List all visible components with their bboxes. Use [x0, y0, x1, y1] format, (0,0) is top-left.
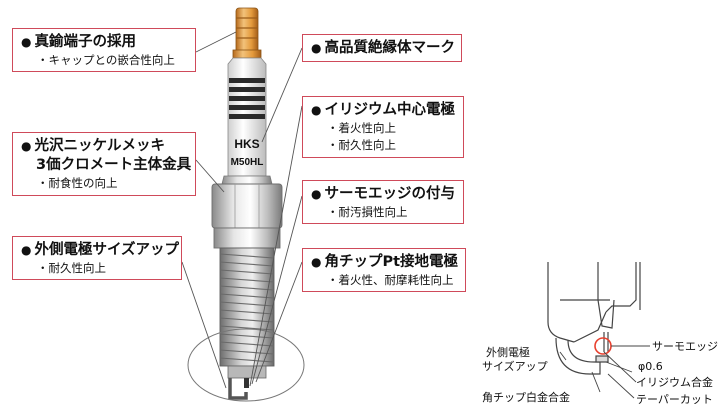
callout-thermo-edge-title: サーモエッジの付与	[324, 186, 455, 202]
callout-insulator-mark: ●高品質絶縁体マーク	[302, 34, 462, 62]
detail-label-taper-cut: テーパーカット	[636, 393, 713, 406]
callout-plating-note: 耐食性の向上	[21, 175, 188, 192]
tip-highlight	[187, 328, 305, 402]
electrode-detail	[547, 262, 641, 375]
leader-iridium	[249, 105, 303, 387]
thread	[219, 247, 275, 367]
detail-label-iridium-alloy: イリジウム合金	[636, 376, 713, 389]
leader-ground	[181, 261, 227, 389]
brand-mark: HKS	[234, 137, 259, 151]
callout-ground-size-title: 外側電極サイズアップ	[34, 242, 180, 258]
leader-mark	[261, 47, 303, 143]
model-mark: M50HL	[231, 157, 264, 168]
callout-thermo-edge: ●サーモエッジの付与 耐汚損性向上	[302, 180, 464, 224]
detail-leaders	[559, 345, 650, 399]
callout-iridium-center-note-1: 着火性向上	[311, 120, 456, 137]
callout-ground-size-note: 耐久性向上	[21, 260, 174, 277]
callout-plating-title-2: 3価クロメート主体金具	[36, 157, 192, 173]
callout-ground-size: ●外側電極サイズアップ 耐久性向上	[12, 236, 182, 280]
detail-label-diameter: φ0.6	[638, 360, 663, 373]
leader-plating	[195, 159, 225, 193]
leader-lines	[181, 31, 303, 389]
callout-copper-terminal-title: 真鍮端子の採用	[34, 34, 136, 50]
leader-pt	[255, 261, 303, 383]
detail-label-ground-1: 外側電極	[486, 346, 530, 359]
callout-iridium-center-note-2: 耐久性向上	[311, 137, 456, 154]
callout-insulator-mark-title: 高品質絶縁体マーク	[324, 40, 455, 56]
callout-pt-tip-title: 角チップPt接地電極	[324, 254, 459, 270]
callout-copper-terminal: ●真鍮端子の採用 キャップとの嵌合性向上	[12, 28, 196, 72]
detail-label-ground-2: サイズアップ	[482, 360, 548, 373]
detail-label-thermo-edge: サーモエッジ	[652, 340, 718, 353]
callout-iridium-center: ●イリジウム中心電極 着火性向上 耐久性向上	[302, 96, 464, 158]
spark-plug: HKS M50HL	[187, 7, 305, 402]
electrode-tip	[227, 365, 267, 400]
detail-label-pt-alloy: 角チップ白金合金	[482, 391, 570, 404]
copper-terminal	[232, 7, 262, 59]
insulator: HKS M50HL	[227, 57, 267, 177]
callout-pt-tip-note: 着火性、耐摩耗性向上	[311, 272, 458, 289]
leader-thermo	[251, 195, 303, 385]
callout-copper-terminal-note: キャップとの嵌合性向上	[21, 52, 188, 69]
callout-thermo-edge-note: 耐汚損性向上	[311, 204, 456, 221]
metal-shell	[211, 175, 283, 249]
callout-plating-title-1: 光沢ニッケルメッキ	[34, 138, 165, 154]
leader-copper	[195, 31, 237, 53]
callout-iridium-center-title: イリジウム中心電極	[324, 102, 455, 118]
callout-pt-tip: ●角チップPt接地電極 着火性、耐摩耗性向上	[302, 248, 466, 292]
